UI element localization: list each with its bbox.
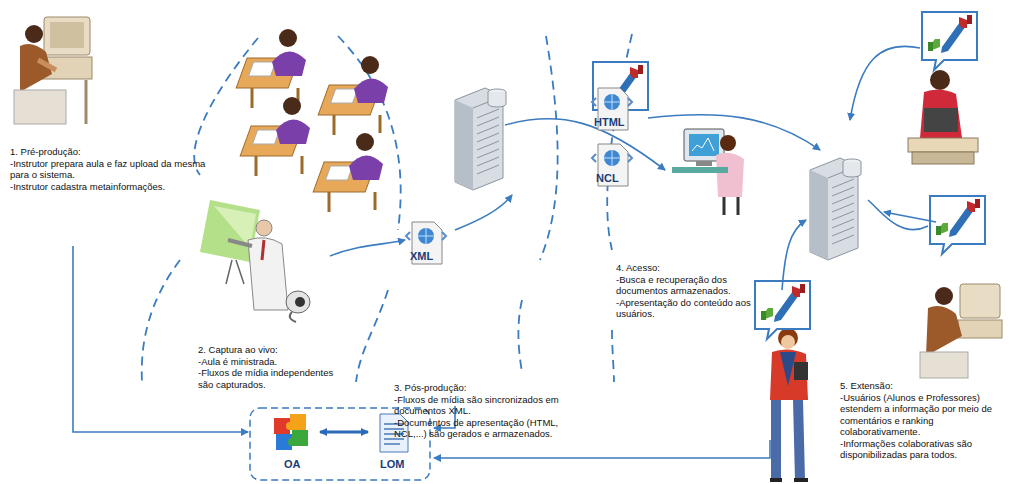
step-note: -Apresentação do conteúdo aos usuários. xyxy=(616,297,766,320)
step-note: -Fluxos de mídia independentes são captu… xyxy=(198,367,348,390)
step-note: -Busca e recuperação dos documentos arma… xyxy=(616,274,766,297)
step-note: -Documentos de apresentação (HTML, NCL,.… xyxy=(394,417,566,440)
step-note: -Aula é ministrada. xyxy=(198,356,348,368)
step-text: 4. Acesso:-Busca e recuperação dos docum… xyxy=(616,262,766,320)
step-title: 5. Extensão: xyxy=(840,380,1005,392)
step-title: 4. Acesso: xyxy=(616,262,766,274)
icon-label: NCL xyxy=(596,172,619,184)
step-note: -Fluxos de mídia são sincronizados em do… xyxy=(394,394,566,417)
document-icon: XML xyxy=(404,218,452,280)
icon-label: LOM xyxy=(380,458,404,470)
step-text: 1. Pré-produção:-Instrutor prepara aula … xyxy=(10,146,215,192)
icon-label: OA xyxy=(284,458,301,470)
document-icon: NCL xyxy=(590,140,638,202)
step-title: 1. Pré-produção: xyxy=(10,146,215,158)
connector xyxy=(320,431,368,434)
icon-label: HTML xyxy=(594,116,625,128)
document-icon: HTML xyxy=(590,84,638,146)
step-title: 3. Pós-produção: xyxy=(394,382,566,394)
step-note: -Instrutor prepara aula e faz upload da … xyxy=(10,158,215,181)
step-note: -Informações colaborativas são disponibi… xyxy=(840,438,1005,461)
step-text: 3. Pós-produção:-Fluxos de mídia são sin… xyxy=(394,382,566,440)
document-icon: OA xyxy=(270,412,318,476)
icon-label: XML xyxy=(410,250,433,262)
step-text: 5. Extensão:-Usuários (Alunos e Professo… xyxy=(840,380,1005,461)
step-note: -Instrutor cadastra metainformações. xyxy=(10,181,215,193)
step-note: -Usuários (Alunos e Professores) estende… xyxy=(840,392,1005,438)
step-text: 2. Captura ao vivo:-Aula é ministrada.-F… xyxy=(198,344,348,390)
step-title: 2. Captura ao vivo: xyxy=(198,344,348,356)
